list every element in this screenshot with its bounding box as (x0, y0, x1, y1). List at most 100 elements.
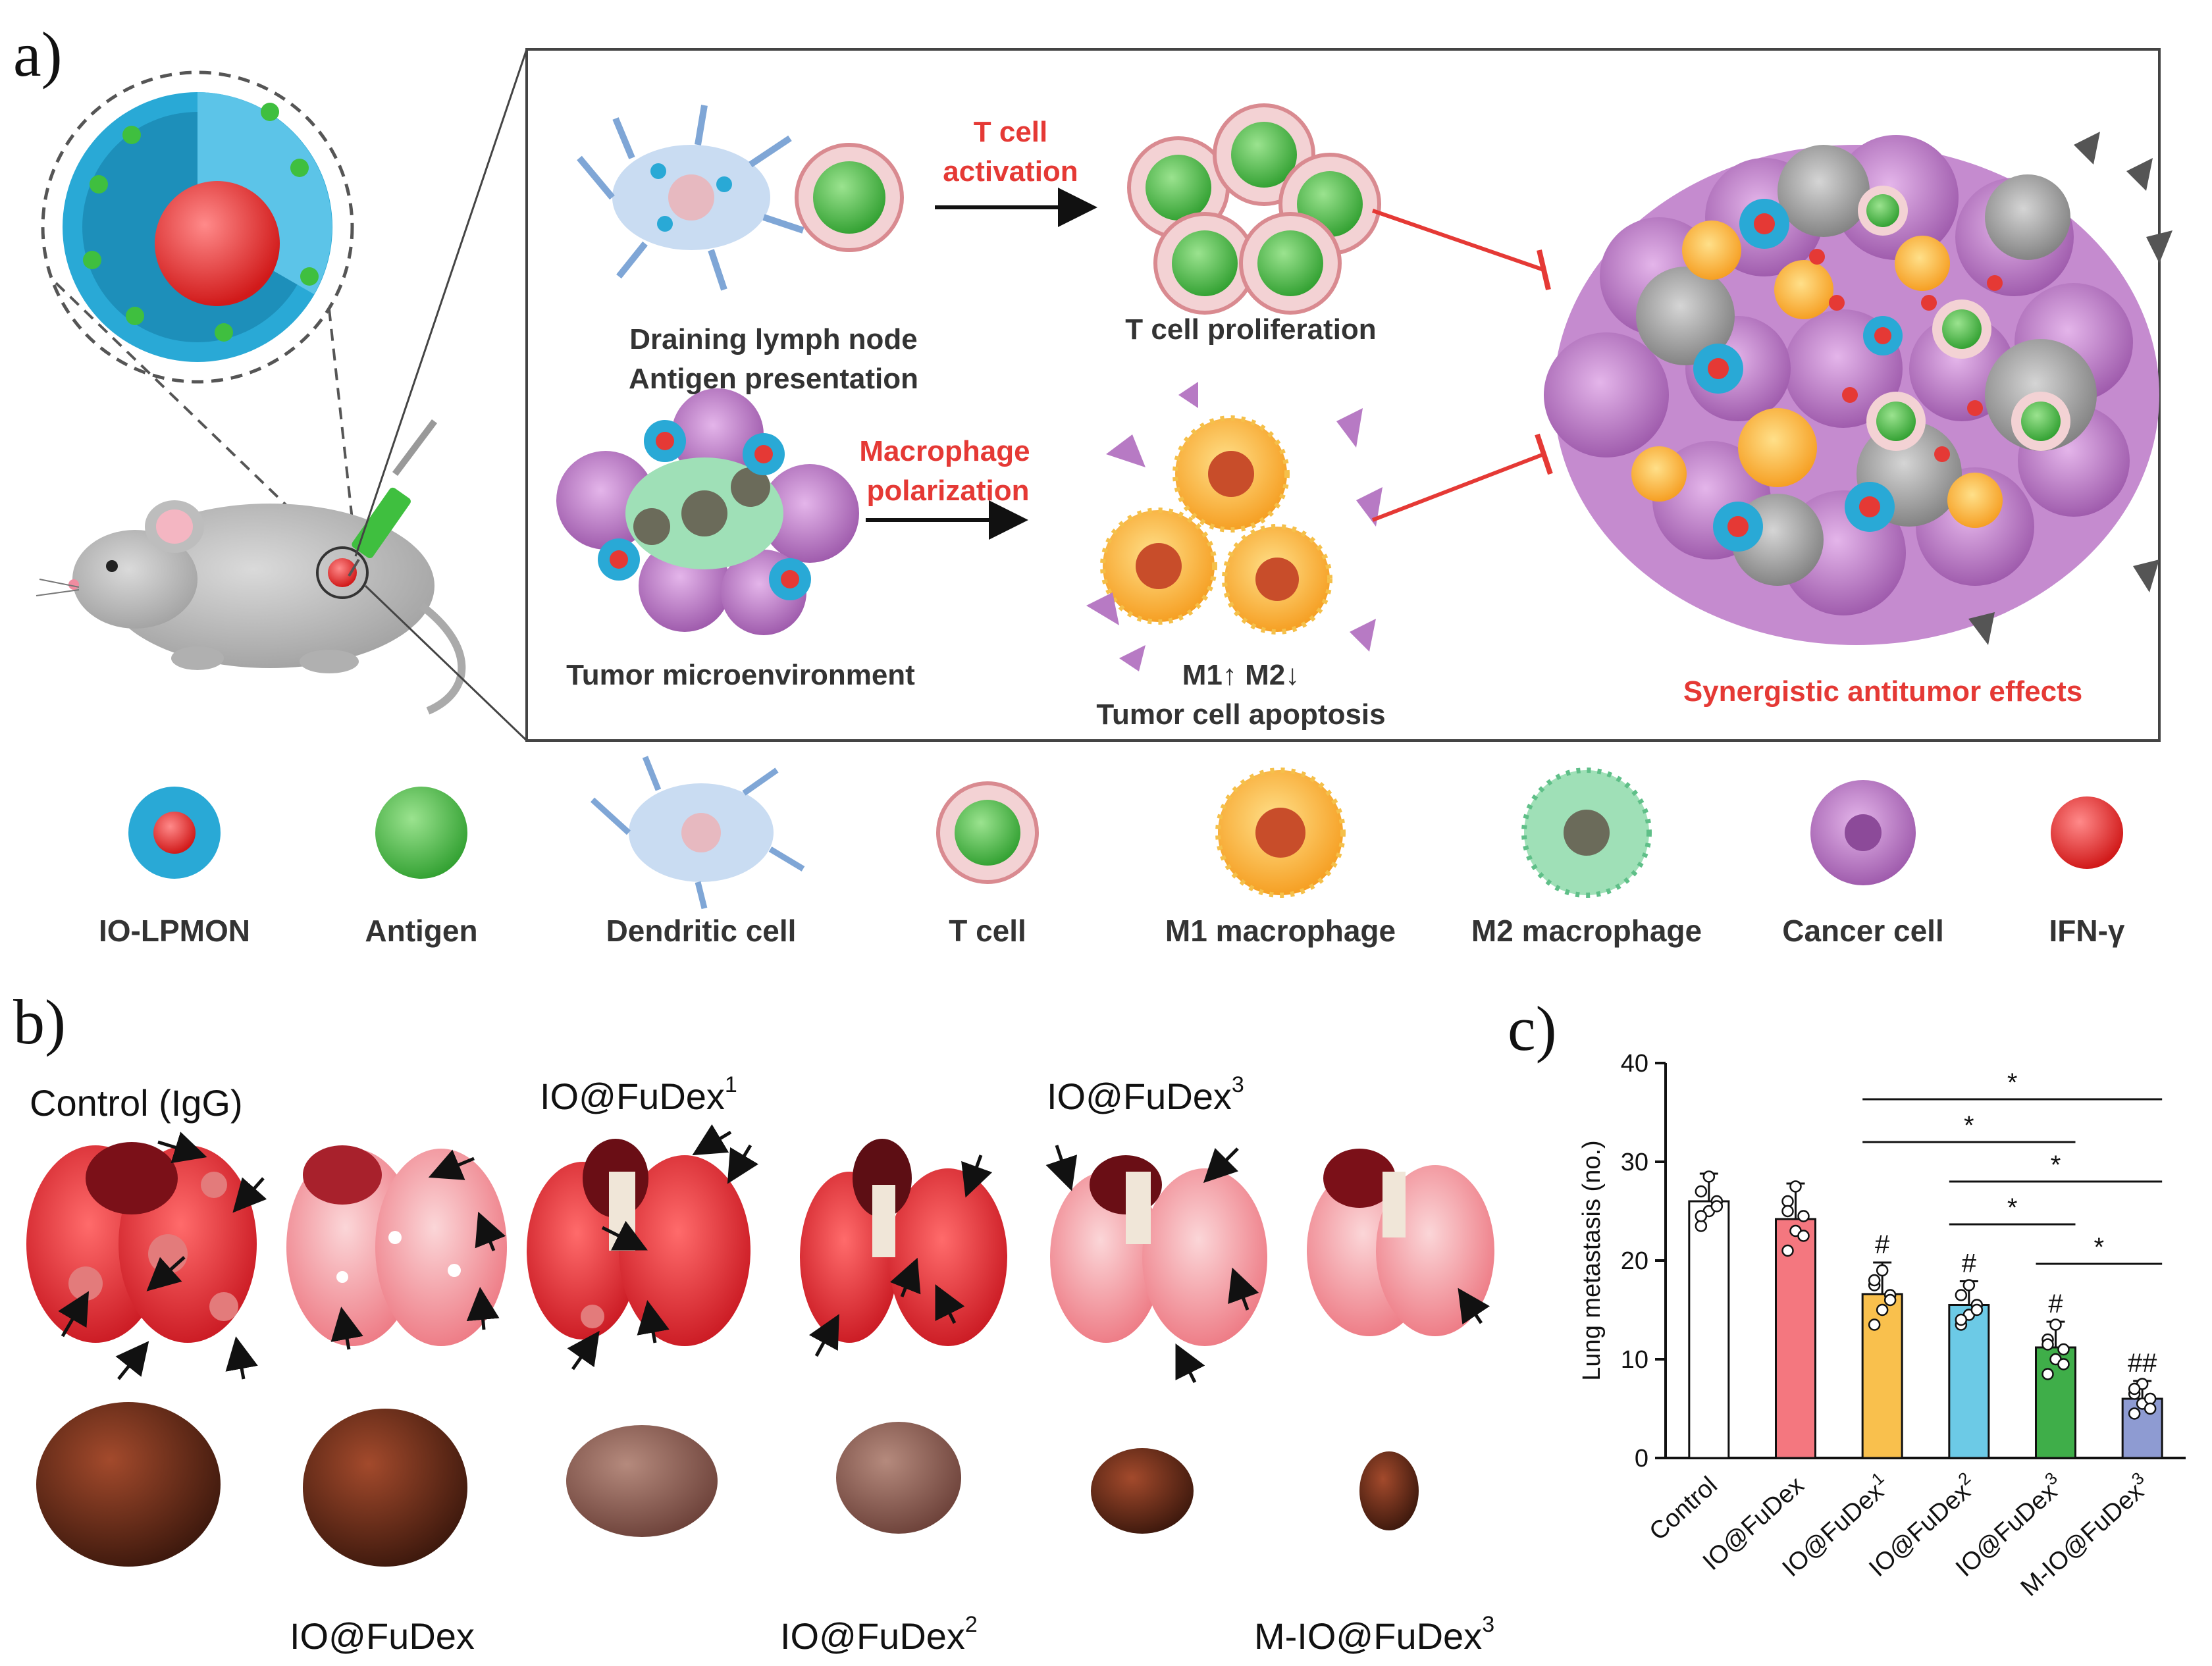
macrophage-polarization-label-2: polarization (867, 475, 1030, 507)
data-point (2128, 1382, 2141, 1395)
panel-c-letter: c) (1508, 993, 1557, 1064)
panel-b-letter: b) (13, 987, 66, 1057)
legend-cancer-cell: Cancer cell (1782, 780, 1944, 948)
significance-marker: # (1875, 1230, 1890, 1259)
data-point (1962, 1279, 1976, 1291)
data-point (1710, 1200, 1724, 1212)
lung-photo-io-fudex2 (800, 1139, 1007, 1346)
tumor-microenvironment-label: Tumor microenvironment (566, 659, 915, 691)
data-point (2057, 1358, 2070, 1370)
data-point (1876, 1264, 1889, 1277)
inhibition-arrows (1371, 209, 1553, 522)
lung-photo-io-fudex (286, 1145, 507, 1346)
data-point (1955, 1289, 1968, 1301)
data-point (1695, 1185, 1708, 1198)
legend-t-cell: T cell (936, 781, 1039, 948)
bar (1688, 1200, 1730, 1459)
legend-label-m1-macrophage: M1 macrophage (1165, 914, 1396, 948)
macrophage-polarization-label-1: Macrophage (859, 435, 1030, 467)
legend-label-dendritic-cell: Dendritic cell (606, 914, 797, 948)
data-point (1789, 1180, 1802, 1193)
data-point (2041, 1338, 2054, 1351)
data-point (1797, 1210, 1810, 1222)
significance-star: * (2051, 1151, 2061, 1180)
legend-io-lpmon: IO-LPMON (99, 787, 250, 948)
data-point (1695, 1220, 1708, 1232)
significance-marker: # (2048, 1289, 2063, 1318)
bar (1775, 1218, 1816, 1459)
significance-marker: ## (2128, 1349, 2157, 1378)
x-tick-label: Control (1645, 1471, 1723, 1546)
y-tick-label: 0 (1635, 1445, 1648, 1472)
data-point (1868, 1274, 1881, 1287)
t-cell-proliferation-cluster (1127, 103, 1381, 315)
m1-macrophage-cluster (1086, 382, 1382, 671)
t-activation-label-2: activation (943, 155, 1078, 188)
legend: IO-LPMON Antigen Dendritic cell T cell M… (99, 756, 2125, 948)
legend-label-ifn-gamma: IFN-γ (2049, 914, 2125, 948)
y-tick-label: 40 (1621, 1050, 1648, 1078)
nanoparticle-core (155, 181, 280, 306)
tumor-photo-row (36, 1402, 1419, 1567)
synergy-label: Synergistic antitumor effects (1683, 675, 2082, 708)
label-m-io-fudex3: M-IO@FuDex3 (1254, 1612, 1494, 1657)
data-point (1970, 1303, 1984, 1316)
data-point (1781, 1244, 1794, 1257)
legend-label-antigen: Antigen (365, 914, 477, 948)
m1-m2-label: M1↑ M2↓ (1182, 659, 1300, 691)
data-point (2057, 1343, 2070, 1356)
legend-label-m2-macrophage: M2 macrophage (1471, 914, 1702, 948)
lung-photo-io-fudex3 (1050, 1155, 1267, 1346)
nanoparticle-zoom (41, 70, 354, 384)
data-point (1955, 1313, 1968, 1326)
mouse-illustration (36, 500, 466, 715)
tumor-photo-io-fudex3 (1091, 1448, 1194, 1534)
significance-star: * (2094, 1233, 2105, 1262)
tumor-photo-control (36, 1402, 221, 1567)
legend-label-io-lpmon: IO-LPMON (99, 914, 250, 948)
significance-marker: # (1962, 1249, 1977, 1278)
dendritic-cell-illustration (577, 105, 804, 291)
legend-m1-macrophage: M1 macrophage (1165, 768, 1396, 948)
legend-label-t-cell: T cell (949, 914, 1026, 948)
y-tick-label: 10 (1621, 1346, 1648, 1374)
y-tick-label: 20 (1621, 1247, 1648, 1275)
tumor-photo-io-fudex2 (836, 1422, 961, 1534)
label-io-fudex2: IO@FuDex2 (780, 1612, 978, 1657)
data-point (1702, 1170, 1716, 1183)
data-point (1868, 1318, 1881, 1331)
data-point (1781, 1195, 1794, 1208)
legend-ifn-gamma: IFN-γ (2049, 796, 2125, 948)
significance-star: * (1964, 1111, 1974, 1140)
tumor-microenvironment-illustration (556, 388, 859, 635)
lymph-node-label-1: Draining lymph node (629, 323, 918, 355)
lung-photo-m-io-fudex3 (1307, 1149, 1494, 1336)
y-axis-label: Lung metastasis (no.) (1578, 1140, 1606, 1380)
tumor-mass-illustration (1544, 132, 2172, 645)
significance-star: * (2007, 1068, 2018, 1097)
legend-dendritic-cell: Dendritic cell (590, 756, 805, 948)
data-point (1876, 1303, 1889, 1316)
lung-photo-control (26, 1142, 257, 1343)
syringe-icon (348, 419, 437, 577)
data-point (2128, 1407, 2141, 1420)
y-tick-label: 30 (1621, 1149, 1648, 1176)
metastasis-arrows (58, 1124, 1490, 1384)
apoptosis-label: Tumor cell apoptosis (1096, 698, 1385, 731)
significance-star: * (2007, 1193, 2018, 1222)
bar (1948, 1304, 1990, 1459)
panel-a-letter: a) (13, 19, 63, 90)
tumor-photo-io-fudex1 (566, 1425, 718, 1537)
data-point (2144, 1402, 2157, 1415)
data-point (1883, 1293, 1897, 1307)
lung-photo-io-fudex1 (527, 1139, 750, 1346)
data-point (1797, 1230, 1810, 1242)
bar (1861, 1293, 1903, 1459)
tumor-photo-m-io-fudex3 (1359, 1451, 1419, 1530)
t-proliferation-label: T cell proliferation (1125, 313, 1376, 346)
data-point (2144, 1392, 2157, 1405)
label-io-fudex1: IO@FuDex1 (540, 1072, 737, 1117)
data-point (2049, 1318, 2062, 1331)
